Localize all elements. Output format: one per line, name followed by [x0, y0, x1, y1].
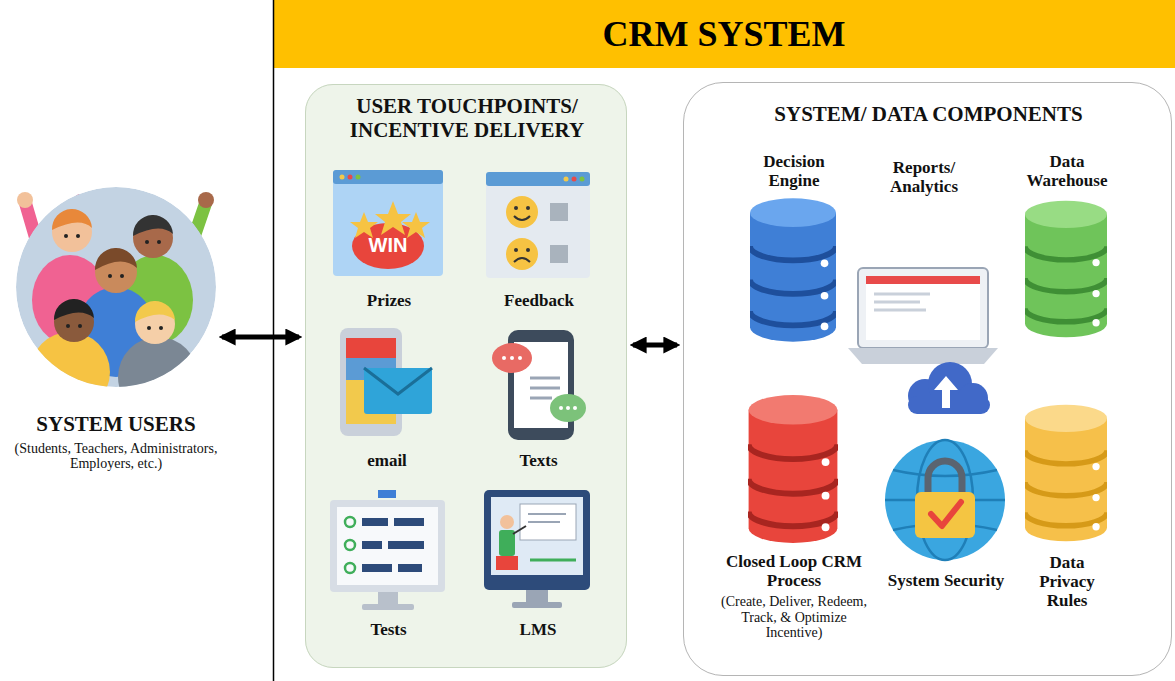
node-label: email [332, 451, 442, 470]
prizes-node: Prizes [334, 171, 444, 277]
texts-node: Texts [491, 331, 586, 441]
prizes-icon [333, 170, 443, 276]
node-label: Decision Engine [739, 152, 849, 190]
label-group: SYSTEM/ DATA COMPONENTS [699, 103, 1159, 127]
node-subtext: (Create, Deliver, Redeem, Track, & Optim… [719, 594, 869, 641]
node-label: Tests [329, 620, 449, 639]
analytics-node: Reports/ Analytics [849, 266, 999, 419]
database-node: Data Privacy Rules [1026, 401, 1108, 547]
panel-grounds [305, 82, 1172, 676]
label-group: LMS [478, 620, 598, 639]
email-icon [340, 328, 432, 436]
diagram-title: CRM SYSTEM [273, 0, 1175, 68]
database-node: Data Warehouse [1026, 196, 1108, 344]
tests-node: Tests [331, 488, 446, 612]
database-node: Decision Engine [751, 196, 837, 346]
label-group: Reports/ Analytics [869, 158, 979, 196]
lms-icon [484, 490, 590, 608]
node-label: Reports/ Analytics [869, 158, 979, 196]
node-label: Prizes [329, 291, 449, 310]
double-arrow [222, 335, 299, 340]
node-label: System Security [871, 571, 1021, 590]
label-group: Prizes [329, 291, 449, 310]
label-group: System Security [871, 571, 1021, 590]
node-label: Texts [484, 451, 594, 470]
security-node: System Security [884, 439, 1008, 563]
label-group: Data Warehouse [1012, 152, 1122, 190]
components-panel: SYSTEM/ DATA COMPONENTSDecision EngineRe… [683, 82, 1172, 676]
security-globe [885, 440, 1005, 560]
node-label: LMS [478, 620, 598, 639]
label-group: Decision Engine [739, 152, 849, 190]
label-group: Closed Loop CRM Process (Create, Deliver,… [719, 552, 869, 641]
label-group: SYSTEM USERS (Students, Teachers, Adminis… [0, 413, 236, 472]
tests-icon [330, 490, 445, 610]
title-band [273, 0, 1175, 681]
double-arrow [633, 343, 677, 348]
laptop-icon [848, 268, 998, 414]
database-node: Closed Loop CRM Process(Create, Deliver,… [749, 396, 839, 544]
label-group: Texts [484, 451, 594, 470]
node-label: SYSTEM USERS [0, 413, 236, 437]
node-subtext: (Students, Teachers, Administrators, Emp… [0, 441, 236, 472]
label-group: Feedback [479, 291, 599, 310]
feedback-node: Feedback [487, 173, 591, 279]
feedback-icon [486, 172, 590, 278]
label-group: USER TOUCHPOINTS/ INCENTIVE DELIVERY [317, 95, 617, 142]
node-label: Data Privacy Rules [1031, 553, 1103, 610]
database-icons [749, 198, 1107, 543]
node-label: USER TOUCHPOINTS/ INCENTIVE DELIVERY [317, 95, 617, 142]
label-group: Data Privacy Rules [1031, 553, 1103, 610]
people-icon [16, 187, 216, 417]
node-label: Data Warehouse [1012, 152, 1122, 190]
users-node: SYSTEM USERS(Students, Teachers, Adminis… [16, 187, 216, 387]
node-label: Feedback [479, 291, 599, 310]
touchpoints-panel: USER TOUCHPOINTS/ INCENTIVE DELIVERY Priz… [305, 84, 627, 668]
label-group: email [332, 451, 442, 470]
node-label: SYSTEM/ DATA COMPONENTS [699, 103, 1159, 127]
node-label: Closed Loop CRM Process [719, 552, 869, 590]
badge-text: WIN [358, 234, 418, 257]
email-node: email [341, 329, 433, 437]
texts-icon [492, 330, 586, 440]
label-group: Tests [329, 620, 449, 639]
lms-node: LMS [485, 488, 591, 612]
